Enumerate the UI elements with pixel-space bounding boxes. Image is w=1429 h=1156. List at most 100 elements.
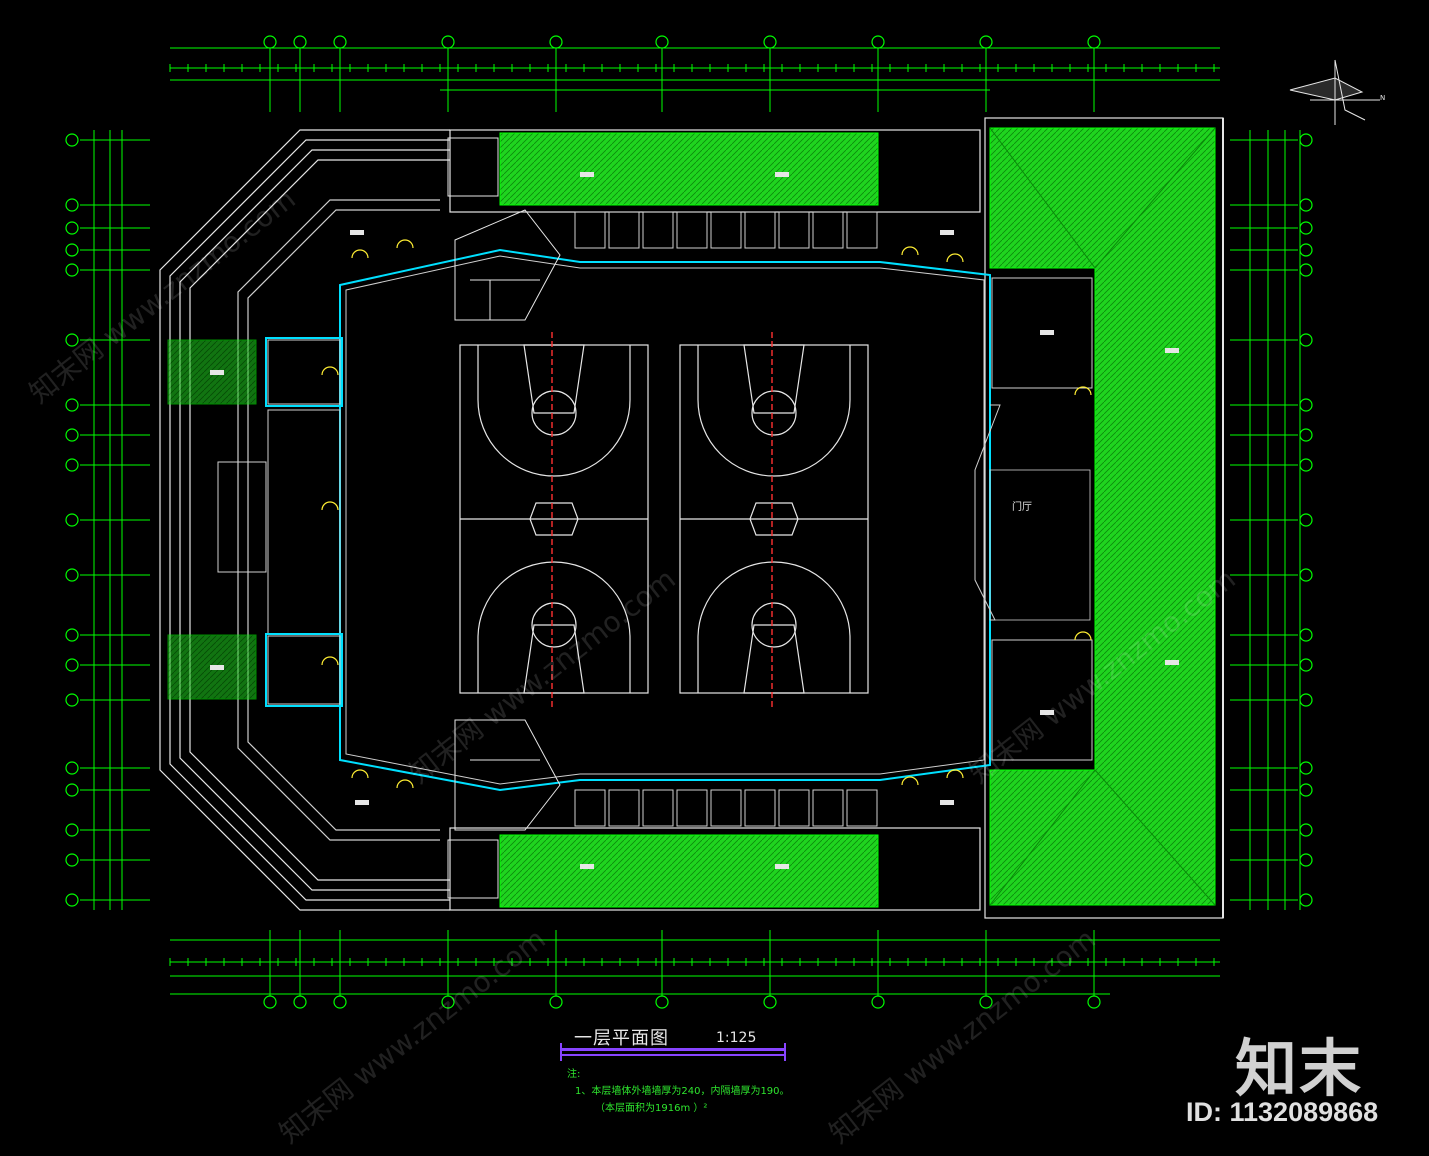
room-tag <box>940 230 954 235</box>
door-swing <box>351 769 369 779</box>
axis-bubble <box>1299 458 1313 472</box>
key-lane <box>523 624 585 694</box>
stall-rows <box>574 211 878 827</box>
axis-bubble <box>65 893 79 907</box>
stall-top <box>846 211 878 249</box>
axis-ticks <box>80 48 1298 996</box>
axis-bubble <box>65 221 79 235</box>
stall-top <box>812 211 844 249</box>
room-tag <box>1040 330 1054 335</box>
stall-bottom <box>710 789 742 827</box>
axis-bubble <box>333 995 347 1009</box>
notes-heading: 注: <box>567 1069 581 1080</box>
door-swing <box>351 249 369 259</box>
room-tag <box>580 864 594 869</box>
door-swing <box>321 501 339 511</box>
three-point-arc <box>697 561 851 693</box>
stall-top <box>710 211 742 249</box>
axis-bubble <box>333 35 347 49</box>
axis-bubble <box>1299 853 1313 867</box>
axis-bubble <box>655 35 669 49</box>
axis-bubble <box>65 853 79 867</box>
axis-bubble <box>1299 628 1313 642</box>
axis-bubbles <box>65 35 1313 1009</box>
notes-line-1: 1、本层墙体外墙墙厚为240，内隔墙厚为190。 <box>575 1086 790 1097</box>
axis-bubble <box>1299 428 1313 442</box>
axis-bubble <box>1299 133 1313 147</box>
notes-line-2: （本层面积为1916m ）² <box>595 1103 708 1114</box>
axis-bubble <box>1299 783 1313 797</box>
door-swing <box>1074 386 1092 396</box>
room-tag <box>355 800 369 805</box>
dimension-lines-bottom <box>170 939 1220 995</box>
watermark-id: ID: 1132089868 <box>1186 1097 1379 1127</box>
drawing-notes: 注: 1、本层墙体外墙墙厚为240，内隔墙厚为190。 （本层面积为1916m … <box>567 1066 790 1117</box>
axis-bubble <box>1299 693 1313 707</box>
room-tag <box>1040 710 1054 715</box>
room-tag <box>210 370 224 375</box>
axis-bubble <box>65 398 79 412</box>
axis-bubble <box>65 568 79 582</box>
room-tag <box>1165 348 1179 353</box>
axis-bubble <box>65 823 79 837</box>
room-tag <box>940 800 954 805</box>
stall-bottom <box>846 789 878 827</box>
axis-bubble <box>65 133 79 147</box>
door-swing <box>901 776 919 786</box>
stall-bottom <box>812 789 844 827</box>
axis-bubble <box>1299 243 1313 257</box>
axis-bubble <box>65 243 79 257</box>
door-swing <box>901 246 919 256</box>
stall-top <box>744 211 776 249</box>
center-circle <box>749 502 799 536</box>
door-swing <box>946 769 964 779</box>
stall-top <box>676 211 708 249</box>
axis-bubble <box>1299 333 1313 347</box>
room-tag <box>1165 660 1179 665</box>
axis-bubble <box>549 35 563 49</box>
axis-bubble <box>871 995 885 1009</box>
axis-bubble <box>1299 263 1313 277</box>
center-circle <box>529 502 579 536</box>
axis-bubble <box>65 513 79 527</box>
stall-bottom <box>778 789 810 827</box>
door-swing <box>396 239 414 249</box>
axis-bubble <box>1087 35 1101 49</box>
basketball-courts <box>459 344 869 694</box>
stall-bottom <box>608 789 640 827</box>
outer-walls <box>159 117 1224 919</box>
three-point-arc <box>477 561 631 693</box>
door-swings <box>321 239 1092 789</box>
key-lane <box>743 344 805 414</box>
axis-bubble <box>1299 823 1313 837</box>
axis-bubble <box>1299 221 1313 235</box>
door-swing <box>946 253 964 263</box>
room-tag <box>775 172 789 177</box>
stall-top <box>608 211 640 249</box>
stall-top <box>574 211 606 249</box>
court <box>679 344 869 694</box>
axis-bubble <box>1299 513 1313 527</box>
watermark-logo: 知末 <box>1235 1032 1364 1105</box>
left-rooms-cyan <box>265 337 343 707</box>
axis-bubble <box>549 995 563 1009</box>
axis-bubble <box>1299 893 1313 907</box>
axis-bubble <box>763 995 777 1009</box>
lobby-label: 门厅 <box>1012 502 1032 513</box>
axis-bubble <box>655 995 669 1009</box>
axis-bubble <box>263 35 277 49</box>
drawing-scale: 1:125 <box>716 1030 757 1046</box>
free-throw-circle <box>531 602 577 648</box>
axis-bubble <box>763 35 777 49</box>
dimension-text-marks <box>210 172 1179 869</box>
north-arrow-icon: N <box>1289 59 1385 125</box>
dimension-lines-top <box>170 47 1220 91</box>
stall-bottom <box>744 789 776 827</box>
free-throw-circle <box>751 602 797 648</box>
axis-bubble <box>65 783 79 797</box>
door-swing <box>321 366 339 376</box>
axis-bubble <box>65 628 79 642</box>
axis-bubble <box>441 995 455 1009</box>
room-tag <box>210 665 224 670</box>
